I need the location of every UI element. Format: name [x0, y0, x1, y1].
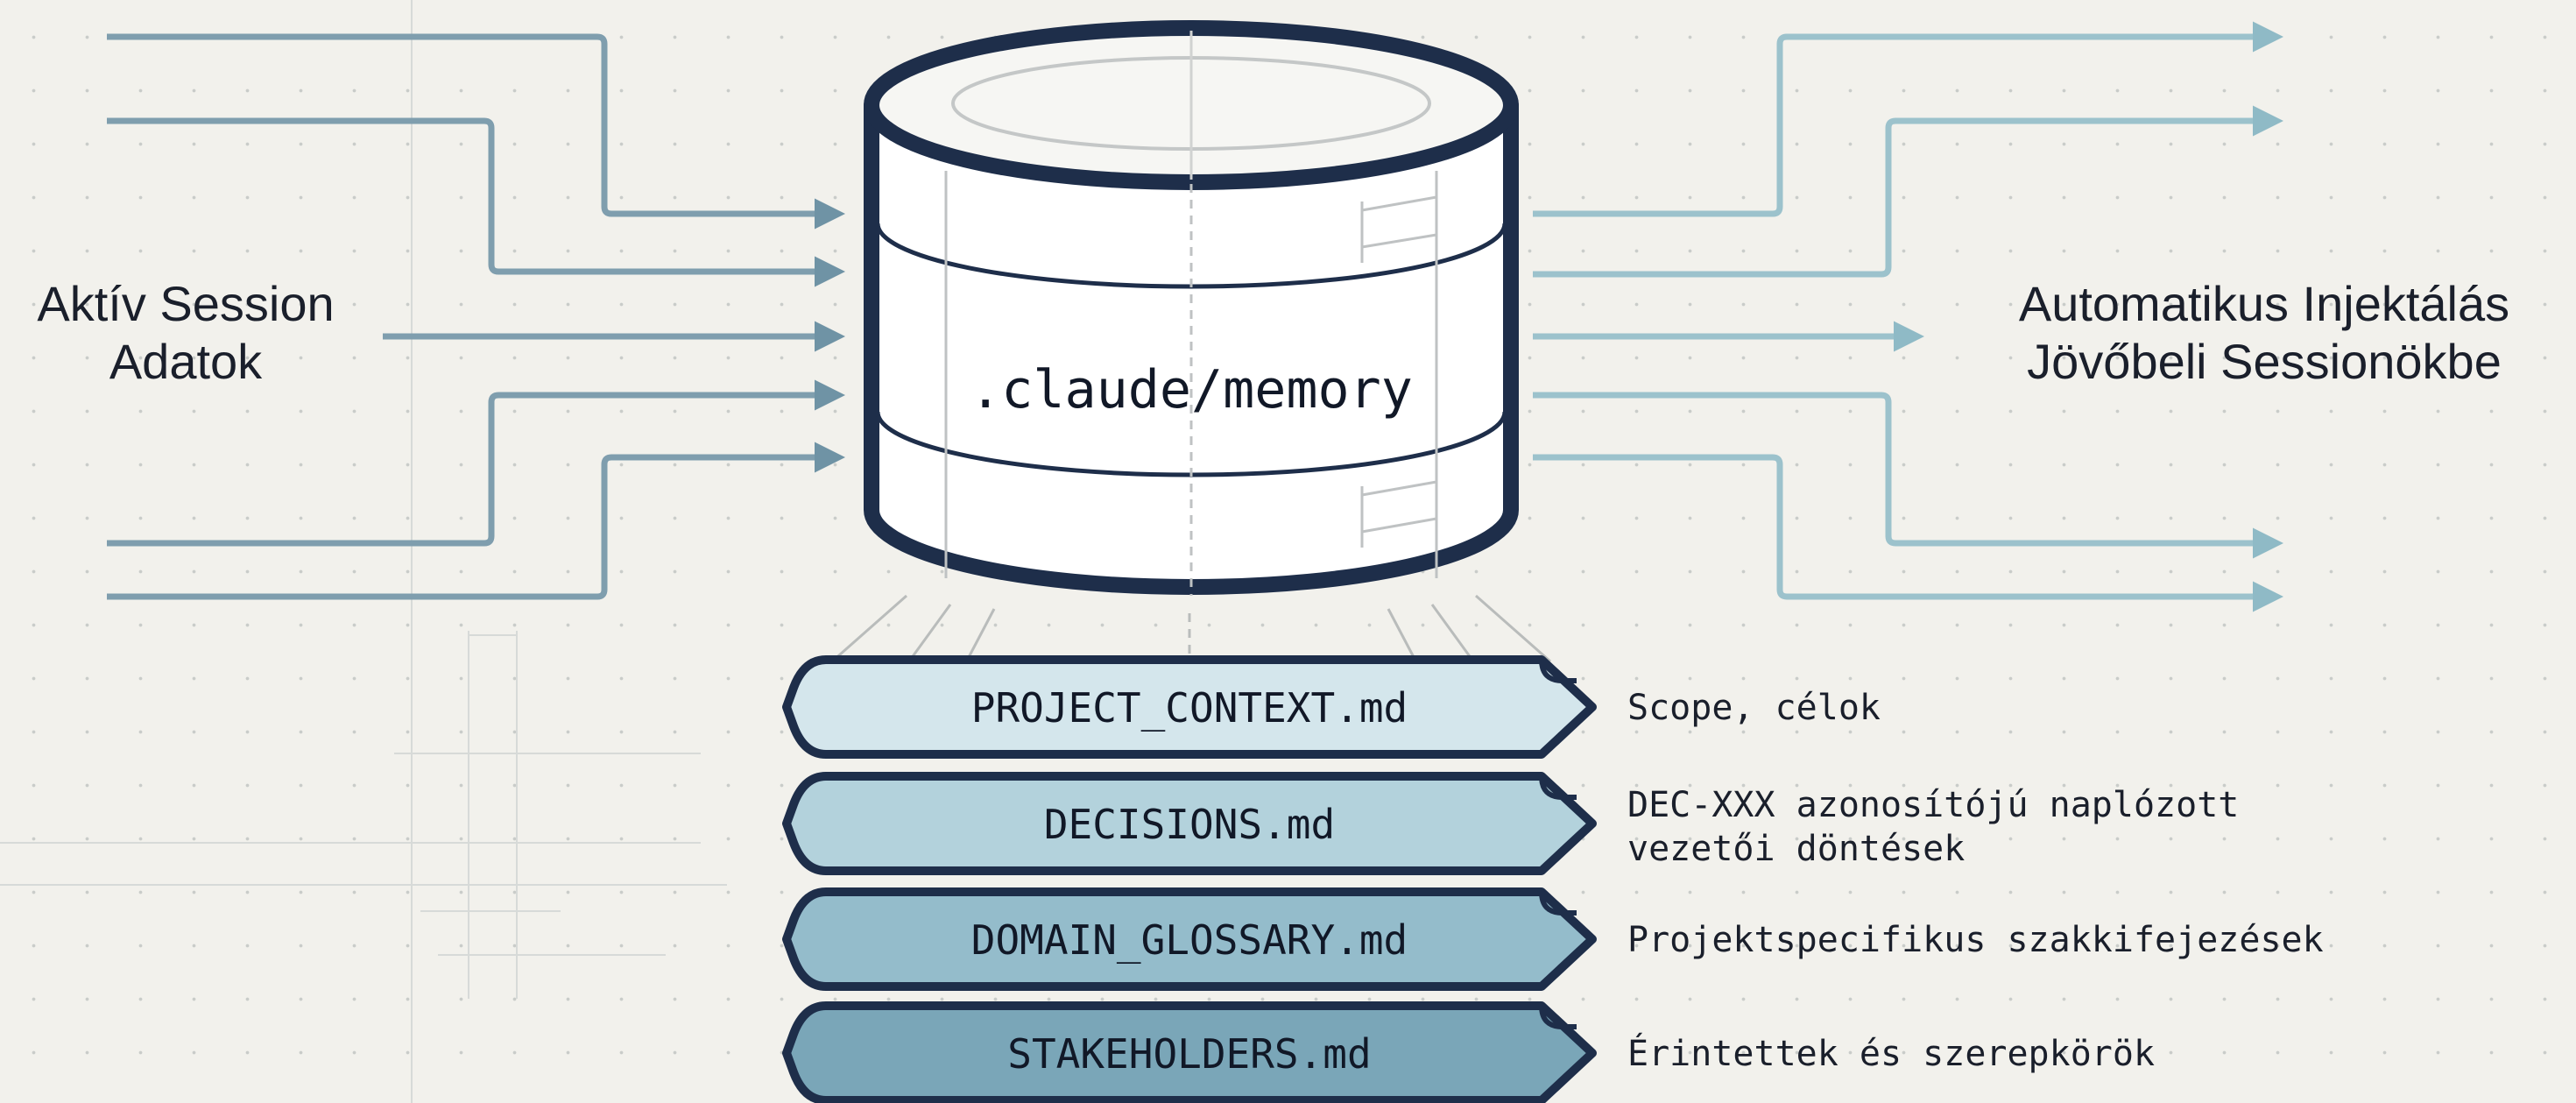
- background-sketch-lines: [0, 0, 727, 1103]
- file-fold-icon: [1539, 1005, 1577, 1029]
- input-arrow: [107, 117, 845, 287]
- file-connectors: [831, 594, 1551, 664]
- right-label-line1: Automatikus Injektálás: [2019, 276, 2509, 331]
- left-label: Aktív Session Adatok: [37, 276, 334, 389]
- file-card-domain-glossary: DOMAIN_GLOSSARY.md Projektspecifikus szak…: [782, 887, 2324, 991]
- file-name: PROJECT_CONTEXT.md: [971, 684, 1408, 732]
- file-name: DECISIONS.md: [1044, 801, 1335, 848]
- left-label-line1: Aktív Session: [37, 276, 334, 331]
- input-arrow: [107, 442, 845, 600]
- file-card-decisions: DECISIONS.md DEC-XXX azonosítójú naplózot…: [782, 772, 2239, 875]
- file-name: DOMAIN_GLOSSARY.md: [971, 916, 1408, 964]
- output-arrows: [1533, 21, 2283, 612]
- file-card-shape: [782, 655, 1597, 759]
- file-fold-icon: [1539, 775, 1577, 800]
- input-arrows: [107, 33, 845, 600]
- left-label-line2: Adatok: [109, 334, 263, 389]
- output-arrow: [1533, 454, 2283, 612]
- database-label: .claude/memory: [970, 359, 1413, 421]
- file-card-project-context: PROJECT_CONTEXT.md Scope, célok: [782, 655, 1881, 759]
- file-card-stakeholders: STAKEHOLDERS.md Érintettek és szerepkörök: [782, 1001, 2155, 1103]
- file-fold-icon: [1539, 891, 1577, 916]
- memory-files: PROJECT_CONTEXT.md Scope, célokDECISIONS.…: [782, 655, 2324, 1103]
- input-arrow: [107, 379, 845, 547]
- file-description: vezetői döntések: [1627, 829, 1965, 869]
- output-arrow: [1533, 392, 2283, 559]
- right-label-line2: Jövőbeli Sessionökbe: [2027, 334, 2502, 389]
- file-description: Projektspecifikus szakkifejezések: [1627, 920, 2324, 960]
- input-arrow: [107, 33, 845, 230]
- file-description: Érintettek és szerepkörök: [1627, 1032, 2155, 1074]
- output-arrow: [1533, 105, 2283, 278]
- file-description: Scope, célok: [1627, 688, 1881, 728]
- file-card-shape: [782, 1001, 1597, 1103]
- database-detail-lines: [944, 171, 1438, 596]
- memory-database: .claude/memory: [864, 20, 1519, 596]
- file-name: STAKEHOLDERS.md: [1007, 1030, 1371, 1078]
- output-arrow: [1533, 21, 2283, 217]
- file-fold-icon: [1539, 659, 1577, 683]
- file-description: DEC-XXX azonosítójú naplózott: [1627, 785, 2239, 825]
- right-label: Automatikus Injektálás Jövőbeli Sessionö…: [2019, 276, 2509, 389]
- file-card-shape: [782, 887, 1597, 991]
- file-card-shape: [782, 772, 1597, 875]
